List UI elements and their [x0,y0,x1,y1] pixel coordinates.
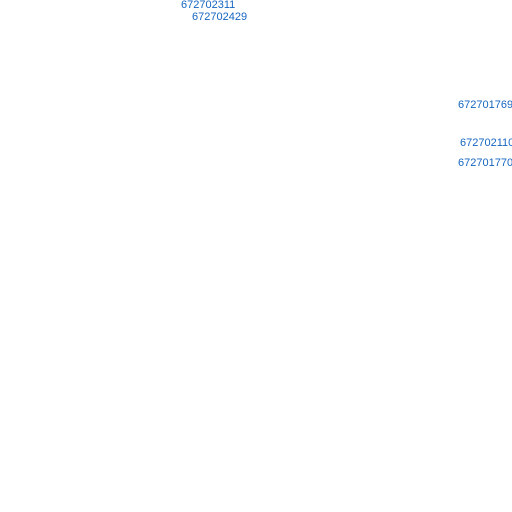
parcel-label[interactable]: 672701769 [458,99,512,111]
parcel-label[interactable]: 672702311 [181,0,236,11]
parcel-label[interactable]: 672702429 [192,11,248,23]
parcel-label[interactable]: 672701770 [458,157,512,169]
parcel-label[interactable]: 672702110 [460,137,512,149]
